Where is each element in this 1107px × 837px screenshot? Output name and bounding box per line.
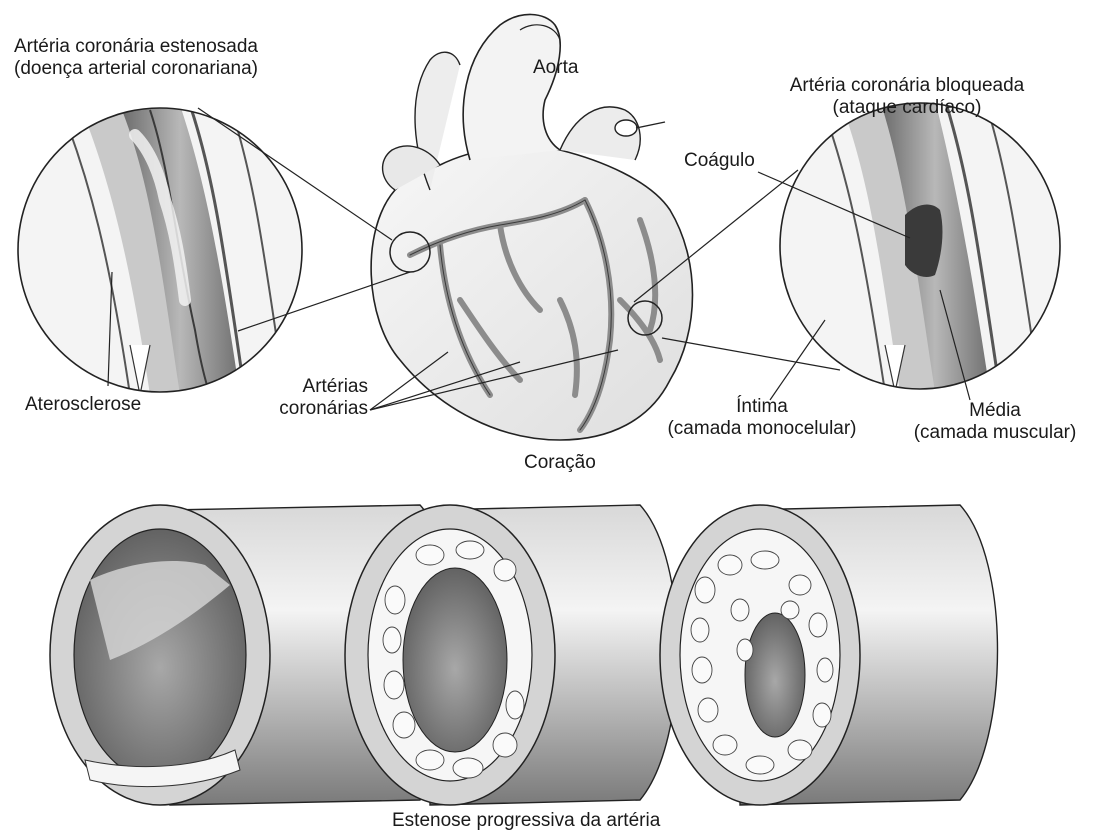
atherosclerosis-label: Aterosclerose — [25, 394, 141, 416]
intima-line1: Íntima — [642, 396, 882, 418]
intima-line2: (camada monocelular) — [642, 418, 882, 440]
heart — [371, 14, 692, 440]
blocked-title-line2: (ataque cardíaco) — [748, 97, 1066, 119]
clot-label: Coágulo — [684, 150, 755, 172]
tube-2 — [345, 505, 678, 805]
coronary-line1: Artérias — [258, 376, 368, 398]
stenosis-caption: Estenose progressiva da artéria — [392, 810, 660, 832]
heart-label: Coração — [524, 452, 596, 474]
tube-3 — [660, 505, 998, 805]
clot — [905, 205, 942, 277]
coronary-arteries-label: Artérias coronárias — [258, 376, 368, 420]
intima-label: Íntima (camada monocelular) — [642, 396, 882, 440]
coronary-line2: coronárias — [258, 398, 368, 420]
vessel-opening — [615, 120, 637, 136]
media-line1: Média — [892, 400, 1098, 422]
media-label: Média (camada muscular) — [892, 400, 1098, 444]
blocked-artery-zoom — [634, 100, 1065, 400]
aorta-label: Aorta — [533, 57, 578, 79]
stenosed-title-line2: (doença arterial coronariana) — [14, 58, 258, 80]
stenosed-artery-title: Artéria coronária estenosada (doença art… — [14, 36, 258, 80]
media-line2: (camada muscular) — [892, 422, 1098, 444]
stenosed-artery-zoom — [15, 105, 410, 395]
blocked-artery-title: Artéria coronária bloqueada (ataque card… — [748, 75, 1066, 119]
stenosed-title-line1: Artéria coronária estenosada — [14, 36, 258, 58]
blocked-title-line1: Artéria coronária bloqueada — [748, 75, 1066, 97]
